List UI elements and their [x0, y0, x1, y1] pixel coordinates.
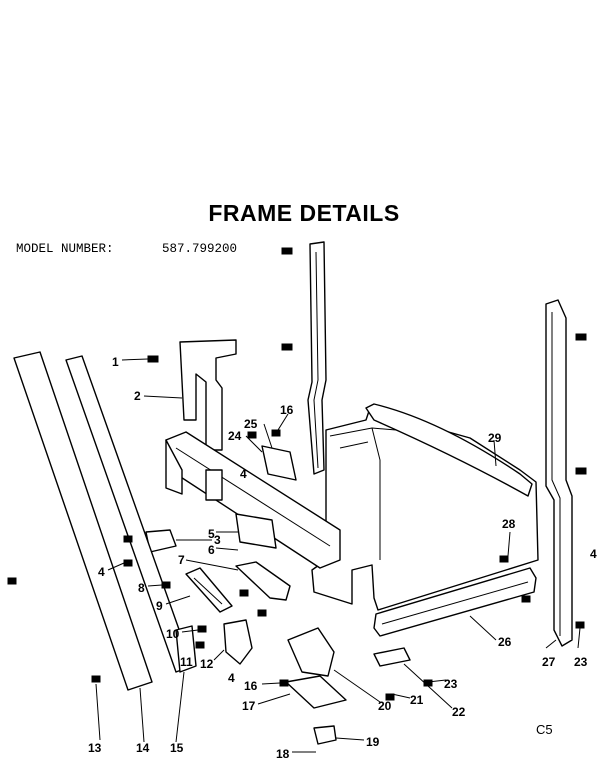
callout-6: 6: [208, 543, 215, 557]
callout-1: 1: [112, 355, 119, 369]
callout-23b: 23: [574, 655, 588, 669]
callout-13: 13: [88, 741, 102, 755]
lower-bracket: [235, 513, 277, 549]
callout-24: 24: [228, 429, 242, 443]
callout-12: 12: [200, 657, 214, 671]
callout-25: 25: [244, 417, 258, 431]
diagram-code: C5: [536, 722, 553, 737]
callout-3: 3: [214, 533, 221, 547]
adjusting-hardware: [373, 647, 411, 667]
callout-labels: 1 2 3 4 4 4 4 5 6 7 8 9 10 11 12 13 14 1…: [88, 355, 597, 761]
callout-4a: 4: [98, 565, 105, 579]
callout-20: 20: [378, 699, 392, 713]
callout-17: 17: [242, 699, 256, 713]
callout-16a: 16: [280, 403, 294, 417]
callout-11: 11: [180, 655, 193, 669]
callout-16b: 16: [244, 679, 258, 693]
leader-lines: [95, 358, 581, 753]
lower-hinge-assembly: [285, 627, 347, 745]
callout-4b: 4: [240, 467, 247, 481]
callout-4d: 4: [590, 547, 597, 561]
mount-bracket: [261, 445, 297, 481]
long-rail-bar: [13, 351, 153, 691]
callout-18: 18: [276, 747, 290, 761]
right-vertical-post: [545, 299, 573, 647]
callout-14: 14: [136, 741, 150, 755]
rear-vertical-post: [307, 241, 327, 475]
toe-plate: [185, 567, 233, 613]
callout-19: 19: [366, 735, 380, 749]
callout-23a: 23: [444, 677, 458, 691]
callout-5: 5: [208, 527, 215, 541]
callout-2: 2: [134, 389, 141, 403]
callout-27: 27: [542, 655, 556, 669]
model-number-value: 587.799200: [162, 242, 238, 256]
front-rail-bar: [65, 355, 197, 673]
lower-side-rail: [373, 567, 537, 637]
callout-29: 29: [488, 431, 502, 445]
top-rail: [365, 403, 533, 497]
page-title: FRAME DETAILS: [208, 200, 400, 226]
model-number-label: MODEL NUMBER:: [16, 242, 114, 256]
callout-9: 9: [156, 599, 163, 613]
callout-10: 10: [166, 627, 180, 641]
screws: [7, 247, 587, 701]
angle-bracket: [235, 561, 291, 601]
callout-22: 22: [452, 705, 466, 719]
front-cross-frame: [165, 431, 341, 569]
callout-7: 7: [178, 553, 185, 567]
left-upright-bracket: [179, 339, 237, 451]
callout-15: 15: [170, 741, 184, 755]
callout-8: 8: [138, 581, 145, 595]
callout-28: 28: [502, 517, 516, 531]
callout-4c: 4: [228, 671, 235, 685]
callout-26: 26: [498, 635, 512, 649]
hinge-assembly: [223, 619, 253, 665]
callout-21: 21: [410, 693, 424, 707]
